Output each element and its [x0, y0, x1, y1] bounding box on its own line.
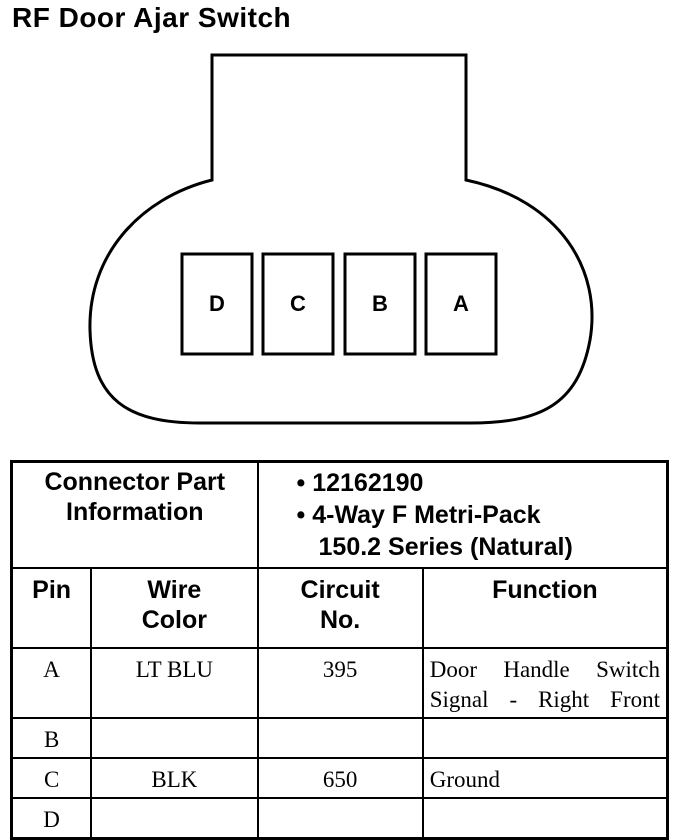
part-info-row: Connector Part Information 12162190 4-Wa…: [10, 460, 669, 569]
table-row: D: [10, 797, 669, 839]
col-header-circuit: Circuit No.: [256, 567, 424, 649]
table-row: B: [10, 717, 669, 759]
part-info-label-line1: Connector Part: [44, 468, 226, 496]
col-header-pin: Pin: [10, 567, 93, 649]
pin-cavity-b: [343, 252, 417, 356]
table-row: A LT BLU 395 Door Handle Switch Signal -…: [10, 647, 669, 719]
table-row: C BLK 650 Ground: [10, 757, 669, 799]
pin-cavity-a: [424, 252, 498, 356]
pin-cavity-c: [261, 252, 335, 356]
cell-circuit: 650: [256, 757, 424, 799]
cell-circuit: 395: [256, 647, 424, 719]
connector-info-table: Connector Part Information 12162190 4-Wa…: [10, 460, 669, 840]
part-number: 12162190: [297, 467, 666, 499]
part-description-line2: 150.2 Series (Natural): [318, 533, 573, 561]
cell-circuit: [256, 797, 424, 839]
connector-face-diagram: D C B A: [88, 53, 594, 425]
cell-pin: C: [10, 757, 93, 799]
cell-pin: B: [10, 717, 93, 759]
cell-wire-color: LT BLU: [90, 647, 259, 719]
connector-outline: [88, 53, 594, 425]
part-info-details: 12162190 4-Way F Metri-Pack 150.2 Series…: [256, 460, 669, 569]
cell-circuit: [256, 717, 424, 759]
cell-function: [421, 797, 669, 839]
column-header-row: Pin Wire Color Circuit No. Function: [10, 567, 669, 649]
diagram-title: RF Door Ajar Switch: [12, 2, 292, 33]
part-info-label-line2: Information: [66, 498, 204, 526]
part-description-line1: 4-Way F Metri-Pack: [297, 499, 666, 531]
cell-wire-color: [90, 717, 259, 759]
col-header-function: Function: [421, 567, 669, 649]
part-info-label: Connector Part Information: [10, 460, 259, 569]
col-header-wire-color: Wire Color: [90, 567, 259, 649]
cell-pin: A: [10, 647, 93, 719]
cell-wire-color: [90, 797, 259, 839]
cell-wire-color: BLK: [90, 757, 259, 799]
pin-label-b: B: [372, 291, 388, 316]
pin-label-a: A: [453, 291, 469, 316]
cell-function: Ground: [421, 757, 669, 799]
pin-label-c: C: [290, 291, 306, 316]
pin-cavity-d: [180, 252, 254, 356]
pin-label-d: D: [209, 291, 225, 316]
cell-function: Door Handle Switch Signal - Right Front: [421, 647, 669, 719]
cell-function: [421, 717, 669, 759]
cell-pin: D: [10, 797, 93, 839]
